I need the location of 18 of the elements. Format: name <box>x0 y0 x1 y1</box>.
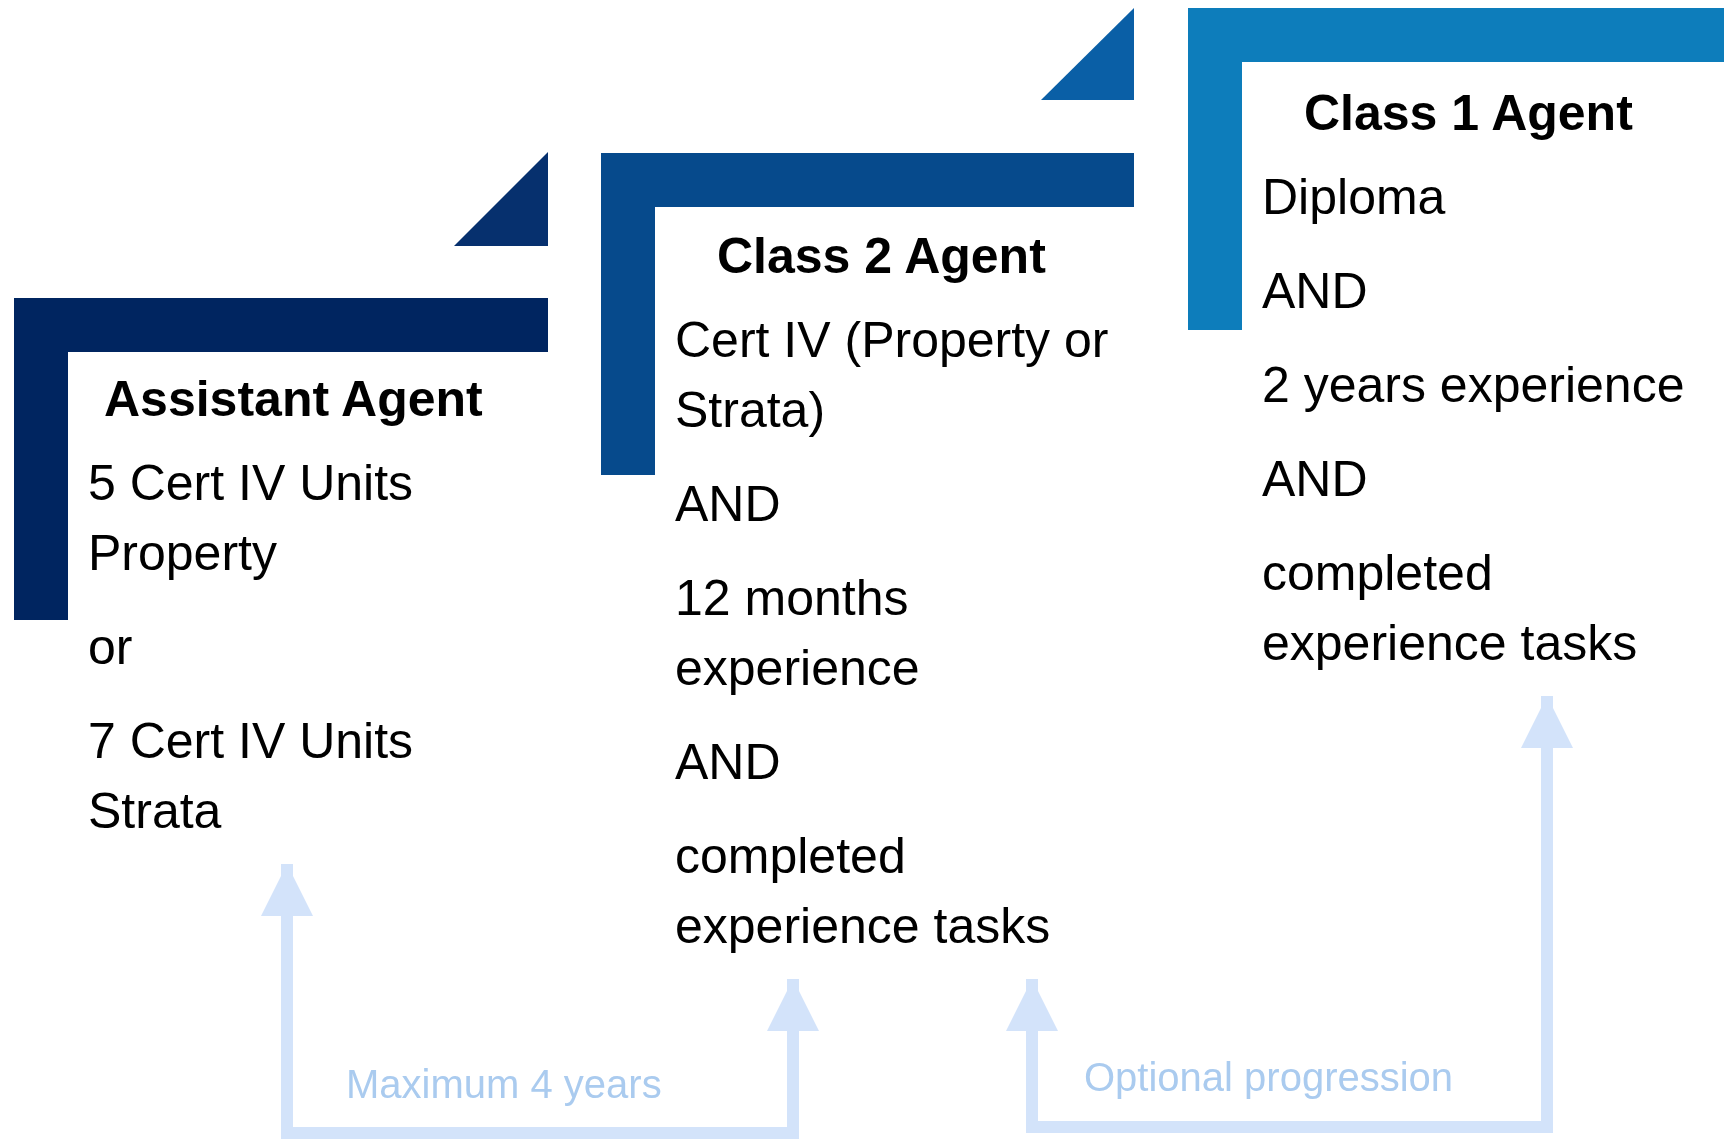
requirement-text: 2 years experience <box>1262 356 1686 415</box>
requirement-text: completed experience tasks <box>1262 544 1639 673</box>
requirement-text: 7 Cert IV Units Strata <box>88 712 415 841</box>
requirement-text: or <box>88 618 134 677</box>
bracket-arrow <box>1006 696 1573 1133</box>
requirement-text: 12 months experience <box>675 569 921 698</box>
requirement-text: AND <box>1262 450 1369 509</box>
requirement-text: completed experience tasks <box>675 827 1052 956</box>
requirement-text: Cert IV (Property or Strata) <box>675 311 1110 440</box>
step-heading: Class 1 Agent <box>1304 84 1633 143</box>
step-heading: Assistant Agent <box>104 370 483 429</box>
requirement-text: AND <box>1262 262 1369 321</box>
step-heading: Class 2 Agent <box>717 227 1046 286</box>
requirement-text: Diploma <box>1262 168 1447 227</box>
requirement-text: AND <box>675 475 782 534</box>
requirement-text: AND <box>675 733 782 792</box>
bracket-arrow <box>261 864 819 1139</box>
requirement-text: 5 Cert IV Units Property <box>88 454 415 583</box>
